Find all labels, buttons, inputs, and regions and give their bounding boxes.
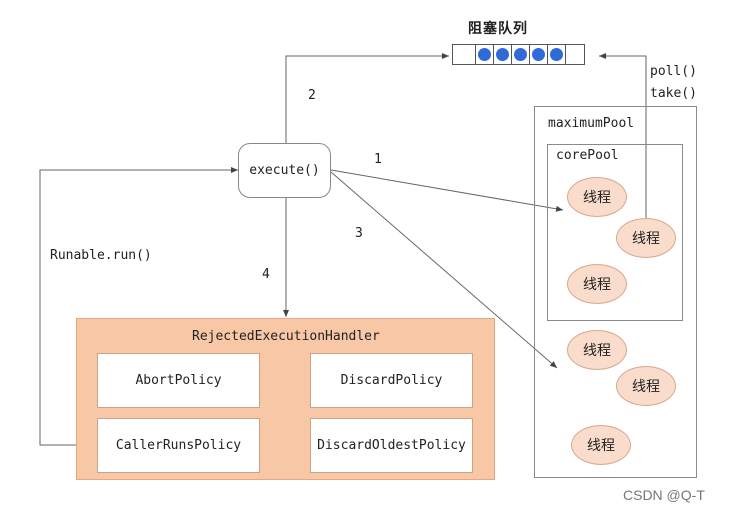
- caller-runs-policy: CallerRunsPolicy: [97, 418, 260, 473]
- thread-max-1: 线程: [567, 330, 627, 370]
- core-pool-label: corePool: [556, 148, 619, 163]
- thread-core-3: 线程: [567, 264, 627, 304]
- thread-max-2: 线程: [616, 366, 676, 406]
- arrow-caller-runs: [39, 167, 238, 446]
- runnable-run-label: Runable.run(): [50, 248, 152, 263]
- step-2-label: 2: [308, 88, 316, 103]
- step-4-label: 4: [262, 267, 270, 282]
- execute-node: execute(): [238, 143, 331, 198]
- queue-slot: [493, 44, 512, 65]
- take-label: take(): [650, 86, 697, 101]
- queue-slot: [511, 44, 530, 65]
- task-dot-icon: [550, 48, 563, 61]
- task-dot-icon: [478, 48, 491, 61]
- arrow-to-max: [330, 171, 558, 369]
- core-pool: [547, 144, 683, 321]
- queue-slot: [529, 44, 548, 65]
- queue-slot: [475, 44, 494, 65]
- abort-policy: AbortPolicy: [97, 353, 260, 408]
- queue-slot: [547, 44, 566, 65]
- blocking-queue: [452, 44, 598, 65]
- discard-policy: DiscardPolicy: [310, 353, 473, 408]
- step-3-label: 3: [355, 226, 363, 241]
- queue-title: 阻塞队列: [468, 21, 528, 37]
- task-dot-icon: [532, 48, 545, 61]
- task-dot-icon: [496, 48, 509, 61]
- thread-core-1: 线程: [567, 177, 627, 217]
- queue-slot-empty: [452, 44, 476, 65]
- watermark: CSDN @Q-T: [623, 487, 705, 503]
- queue-slot-empty: [565, 44, 585, 65]
- task-dot-icon: [514, 48, 527, 61]
- thread-core-2: 线程: [616, 218, 676, 258]
- thread-max-3: 线程: [571, 425, 631, 465]
- discard-oldest-policy: DiscardOldestPolicy: [310, 418, 473, 473]
- step-1-label: 1: [374, 152, 382, 167]
- arrow-to-queue: [285, 53, 449, 143]
- arrow-to-core: [330, 169, 564, 212]
- maximum-pool: [534, 106, 697, 478]
- maximum-pool-label: maximumPool: [548, 116, 635, 131]
- handler-title: RejectedExecutionHandler: [192, 329, 380, 344]
- arrow-poll-take: [599, 53, 647, 218]
- poll-label: poll(): [650, 64, 697, 79]
